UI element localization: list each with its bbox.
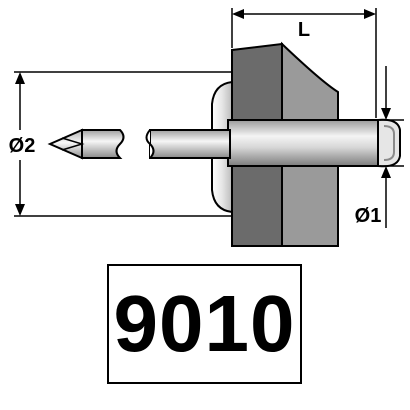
head-diameter-label: Ø2	[9, 135, 36, 157]
dimension-shank-diameter: Ø1	[355, 66, 404, 228]
mandrel-tip	[47, 128, 83, 160]
dimension-length: L	[231, 8, 377, 118]
dimension-head-diameter: Ø2	[9, 71, 232, 217]
mandrel-break-right	[145, 129, 155, 159]
mandrel-tip-facet	[61, 137, 85, 151]
shank-diameter-label: Ø1	[355, 205, 382, 227]
mandrel-left	[81, 129, 125, 159]
shank-end-highlight	[383, 125, 395, 161]
mandrel-right	[149, 129, 231, 159]
product-code: 9010	[113, 279, 296, 368]
rivet-shank	[227, 119, 381, 167]
length-label: L	[298, 19, 310, 41]
product-code-box: 9010	[107, 264, 302, 384]
